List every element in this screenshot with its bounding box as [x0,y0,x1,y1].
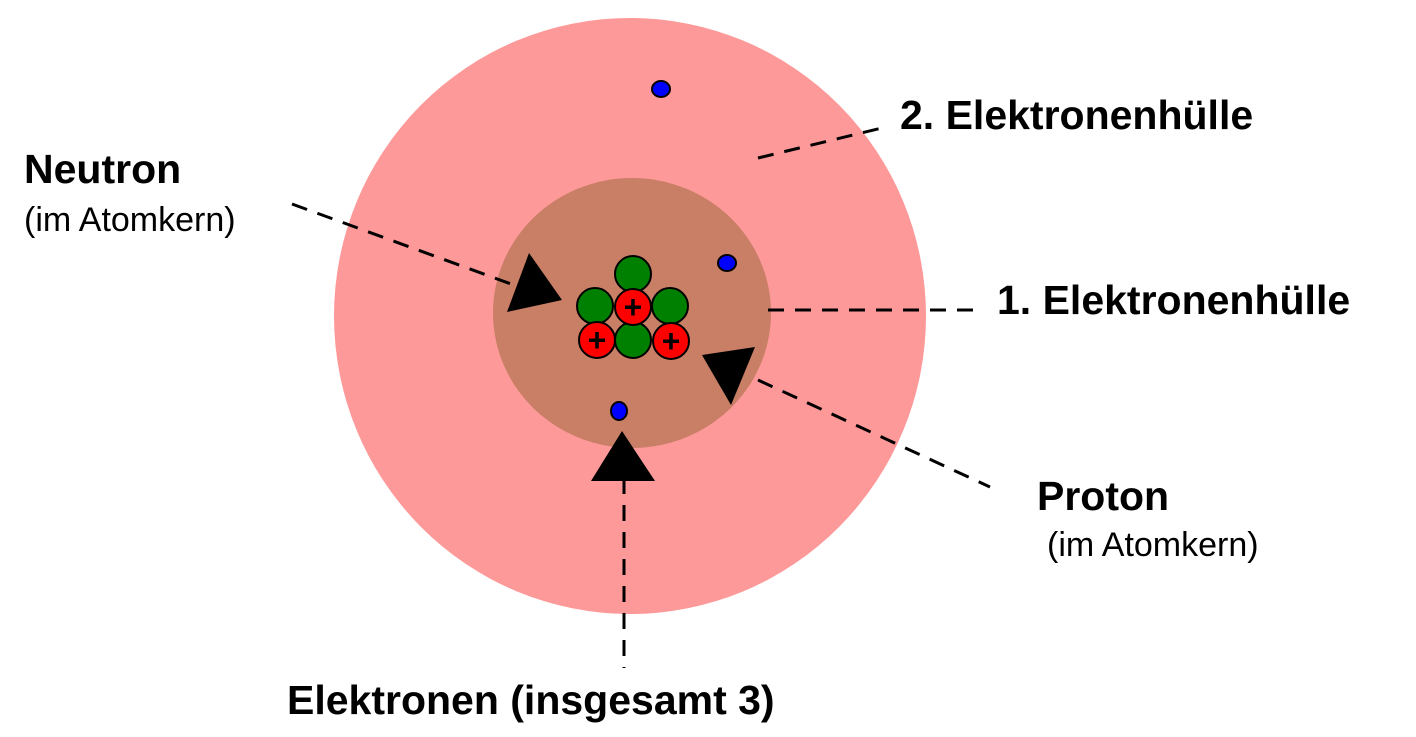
proton-particle: + [653,323,689,359]
electron [611,402,627,420]
label-proton: Proton [1037,476,1169,517]
label-shell2: 2. Elektronenhülle [900,95,1253,136]
label-neutron-sub: (im Atomkern) [24,203,236,237]
electron [718,255,736,271]
proton-particle: + [615,289,651,325]
neutron-particle [577,288,613,324]
label-proton-sub: (im Atomkern) [1047,528,1259,562]
label-shell1: 1. Elektronenhülle [997,280,1350,321]
proton-charge-symbol: + [662,323,681,359]
proton-particle: + [579,322,615,358]
neutron-particle [652,288,688,324]
label-neutron: Neutron [24,149,181,190]
neutron-particle [615,322,651,358]
label-electrons: Elektronen (insgesamt 3) [287,680,775,721]
electron [652,81,670,97]
proton-charge-symbol: + [588,322,607,358]
neutron-particle [615,256,651,292]
proton-charge-symbol: + [624,289,643,325]
